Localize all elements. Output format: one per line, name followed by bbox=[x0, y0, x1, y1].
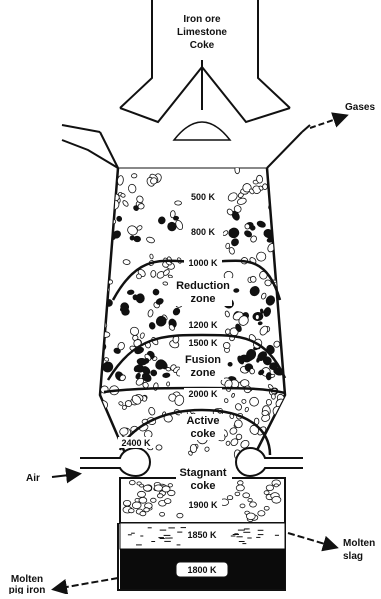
fusion-zone-label-2: zone bbox=[190, 367, 215, 379]
central-column bbox=[183, 170, 223, 260]
slag-label-line-2: slag bbox=[343, 551, 363, 562]
input-label-line-1: Iron ore bbox=[183, 14, 221, 25]
tuyere-left bbox=[80, 448, 150, 476]
input-label-line-3: Coke bbox=[190, 40, 215, 51]
stagnant-coke-label-1: Stagnant bbox=[179, 467, 226, 479]
slag-output: Molten slag bbox=[288, 533, 375, 562]
air-input: Air bbox=[26, 473, 78, 484]
temp-2000: 2000 K bbox=[188, 389, 218, 399]
temp-1000: 1000 K bbox=[188, 258, 218, 268]
pig-iron-output: Molten pig iron bbox=[9, 574, 118, 594]
input-label-line-2: Limestone bbox=[177, 27, 227, 38]
reduction-zone-label-1: Reduction bbox=[176, 280, 230, 292]
pig-iron-label-line-2: pig iron bbox=[9, 585, 46, 594]
active-coke-label-1: Active bbox=[186, 415, 219, 427]
temp-1850: 1850 K bbox=[187, 530, 217, 540]
temp-1800: 1800 K bbox=[187, 565, 217, 575]
temp-2400: 2400 K bbox=[121, 438, 151, 448]
furnace-top bbox=[62, 0, 310, 168]
stagnant-coke-label-2: coke bbox=[190, 480, 215, 492]
temp-800: 800 K bbox=[191, 227, 216, 237]
temp-1900: 1900 K bbox=[188, 500, 218, 510]
active-coke-label-2: coke bbox=[190, 428, 215, 440]
input-label: Iron ore Limestone Coke bbox=[177, 14, 227, 51]
temp-1200: 1200 K bbox=[188, 320, 218, 330]
gases-label: Gases bbox=[345, 102, 375, 113]
air-label: Air bbox=[26, 473, 40, 484]
gases-output: Gases bbox=[310, 102, 375, 128]
charge-pile bbox=[174, 122, 230, 140]
slag-label-line-1: Molten bbox=[343, 538, 375, 549]
fusion-zone-label-1: Fusion bbox=[185, 354, 221, 366]
temp-500: 500 K bbox=[191, 192, 216, 202]
temp-1500: 1500 K bbox=[188, 338, 218, 348]
pig-iron-label-line-1: Molten bbox=[11, 574, 43, 585]
reduction-zone-label-2: zone bbox=[190, 293, 215, 305]
